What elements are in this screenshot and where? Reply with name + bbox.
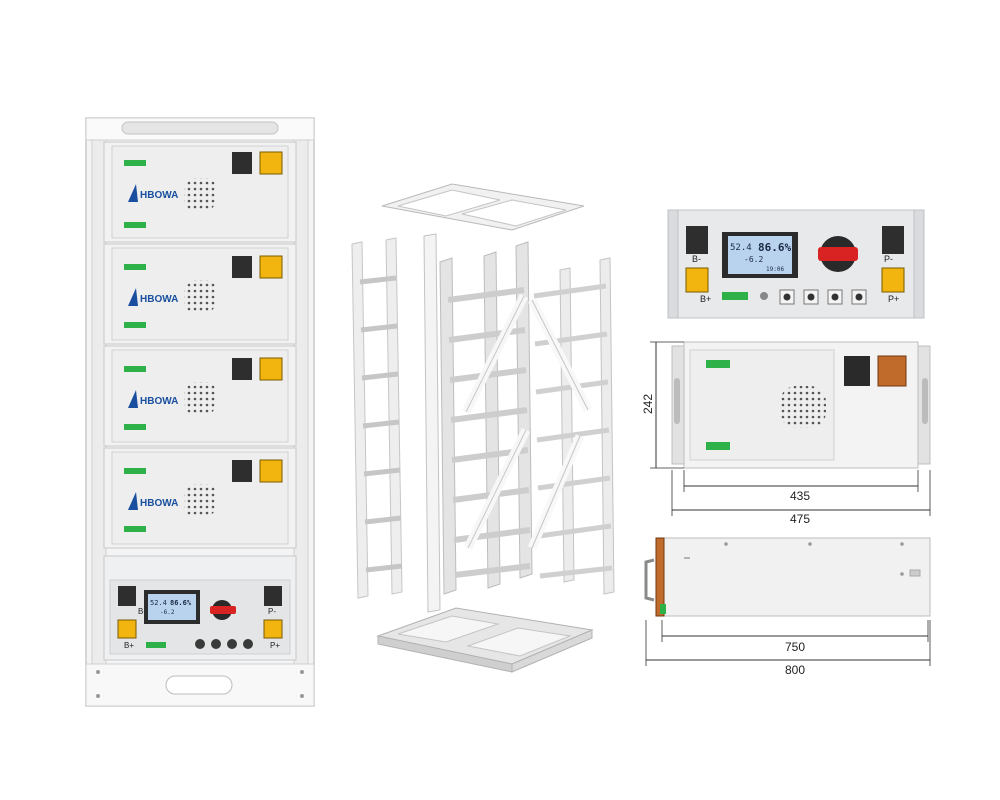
panel-label-b-plus: B+ [700, 294, 711, 304]
label-p-minus: P- [268, 607, 276, 616]
dim-outer-length: 800 [785, 663, 805, 677]
left-side-ladder [351, 237, 403, 599]
panel-label-p-plus: P+ [888, 294, 899, 304]
panel-label-p-minus: P- [884, 254, 893, 264]
module-front-view: 242 435 475 [641, 341, 931, 526]
dim-height: 242 [641, 394, 655, 414]
lcd-screen [728, 236, 792, 274]
right-side-ladder [527, 257, 615, 595]
lcd-current: -6.2 [160, 609, 175, 616]
label-b-plus: B+ [124, 641, 134, 650]
dim-inner-length: 750 [785, 640, 805, 654]
bottom-frame [376, 607, 594, 673]
control-module-front-panel: B- B+ 52.4 86.6% -6.2 19:06 P- P+ [667, 209, 925, 319]
lcd-voltage: 52.4 [150, 599, 167, 607]
label-b-minus: B- [138, 607, 146, 616]
rack-module-1: HBOWA [103, 141, 297, 243]
dim-inner-width: 435 [790, 489, 810, 503]
lcd-percent: 86.6% [170, 599, 192, 607]
brand-logo: HBOWA [140, 190, 178, 201]
back-ladder-panel [439, 241, 533, 595]
module-side-view: 750 800 [644, 537, 931, 677]
vent-grille [780, 386, 826, 428]
panel-lcd-time: 19:06 [766, 266, 784, 273]
exploded-rack-frame [351, 183, 615, 673]
rack-module-3: HBOWA [103, 345, 297, 447]
brand-logo: HBOWA [140, 294, 178, 305]
panel-lcd-current: -6.2 [744, 255, 763, 264]
top-frame [381, 183, 585, 231]
panel-lcd-percent: 86.6% [758, 241, 791, 254]
front-post [423, 233, 441, 613]
rack-control-module: B- B+ 52.4 86.6% -6.2 P- P+ [103, 555, 297, 661]
brand-logo: HBOWA [140, 498, 178, 509]
rack-module-4: HBOWA [103, 447, 297, 549]
label-p-plus: P+ [270, 641, 280, 650]
dim-outer-width: 475 [790, 512, 810, 526]
rack-module-2: HBOWA [103, 243, 297, 345]
panel-lcd-voltage: 52.4 [730, 243, 752, 253]
brand-logo: HBOWA [140, 396, 178, 407]
panel-label-b-minus: B- [692, 254, 701, 264]
